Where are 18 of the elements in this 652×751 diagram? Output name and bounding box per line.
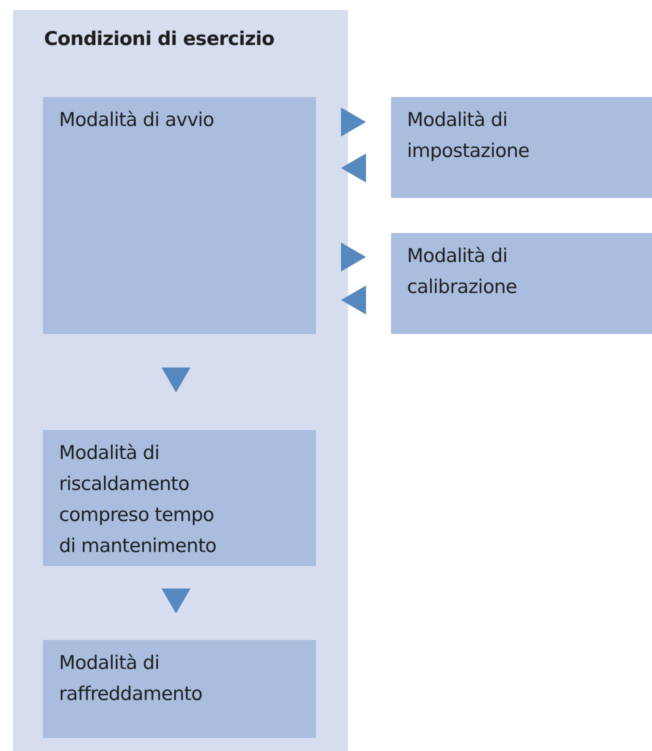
arrow	[162, 368, 190, 392]
box-label: Modalità di calibrazione	[407, 244, 518, 300]
arrow	[341, 154, 366, 182]
group-panel	[13, 10, 348, 751]
box-label: Modalità di impostazione	[407, 108, 530, 164]
box-label: Modalità di raffreddamento	[59, 651, 204, 707]
process-box	[43, 430, 316, 566]
arrow	[162, 588, 190, 614]
process-box	[391, 97, 652, 198]
arrow	[341, 108, 366, 136]
panel-title: Condizioni di esercizio	[44, 27, 276, 52]
box-label: Modalità di riscaldamento compreso tempo di mantenimento	[59, 441, 218, 559]
arrow	[341, 286, 366, 314]
process-box	[43, 640, 316, 738]
box-label: Modalità di avvio	[59, 108, 216, 133]
arrow	[341, 242, 366, 272]
process-box	[391, 233, 652, 334]
process-box	[43, 97, 316, 334]
